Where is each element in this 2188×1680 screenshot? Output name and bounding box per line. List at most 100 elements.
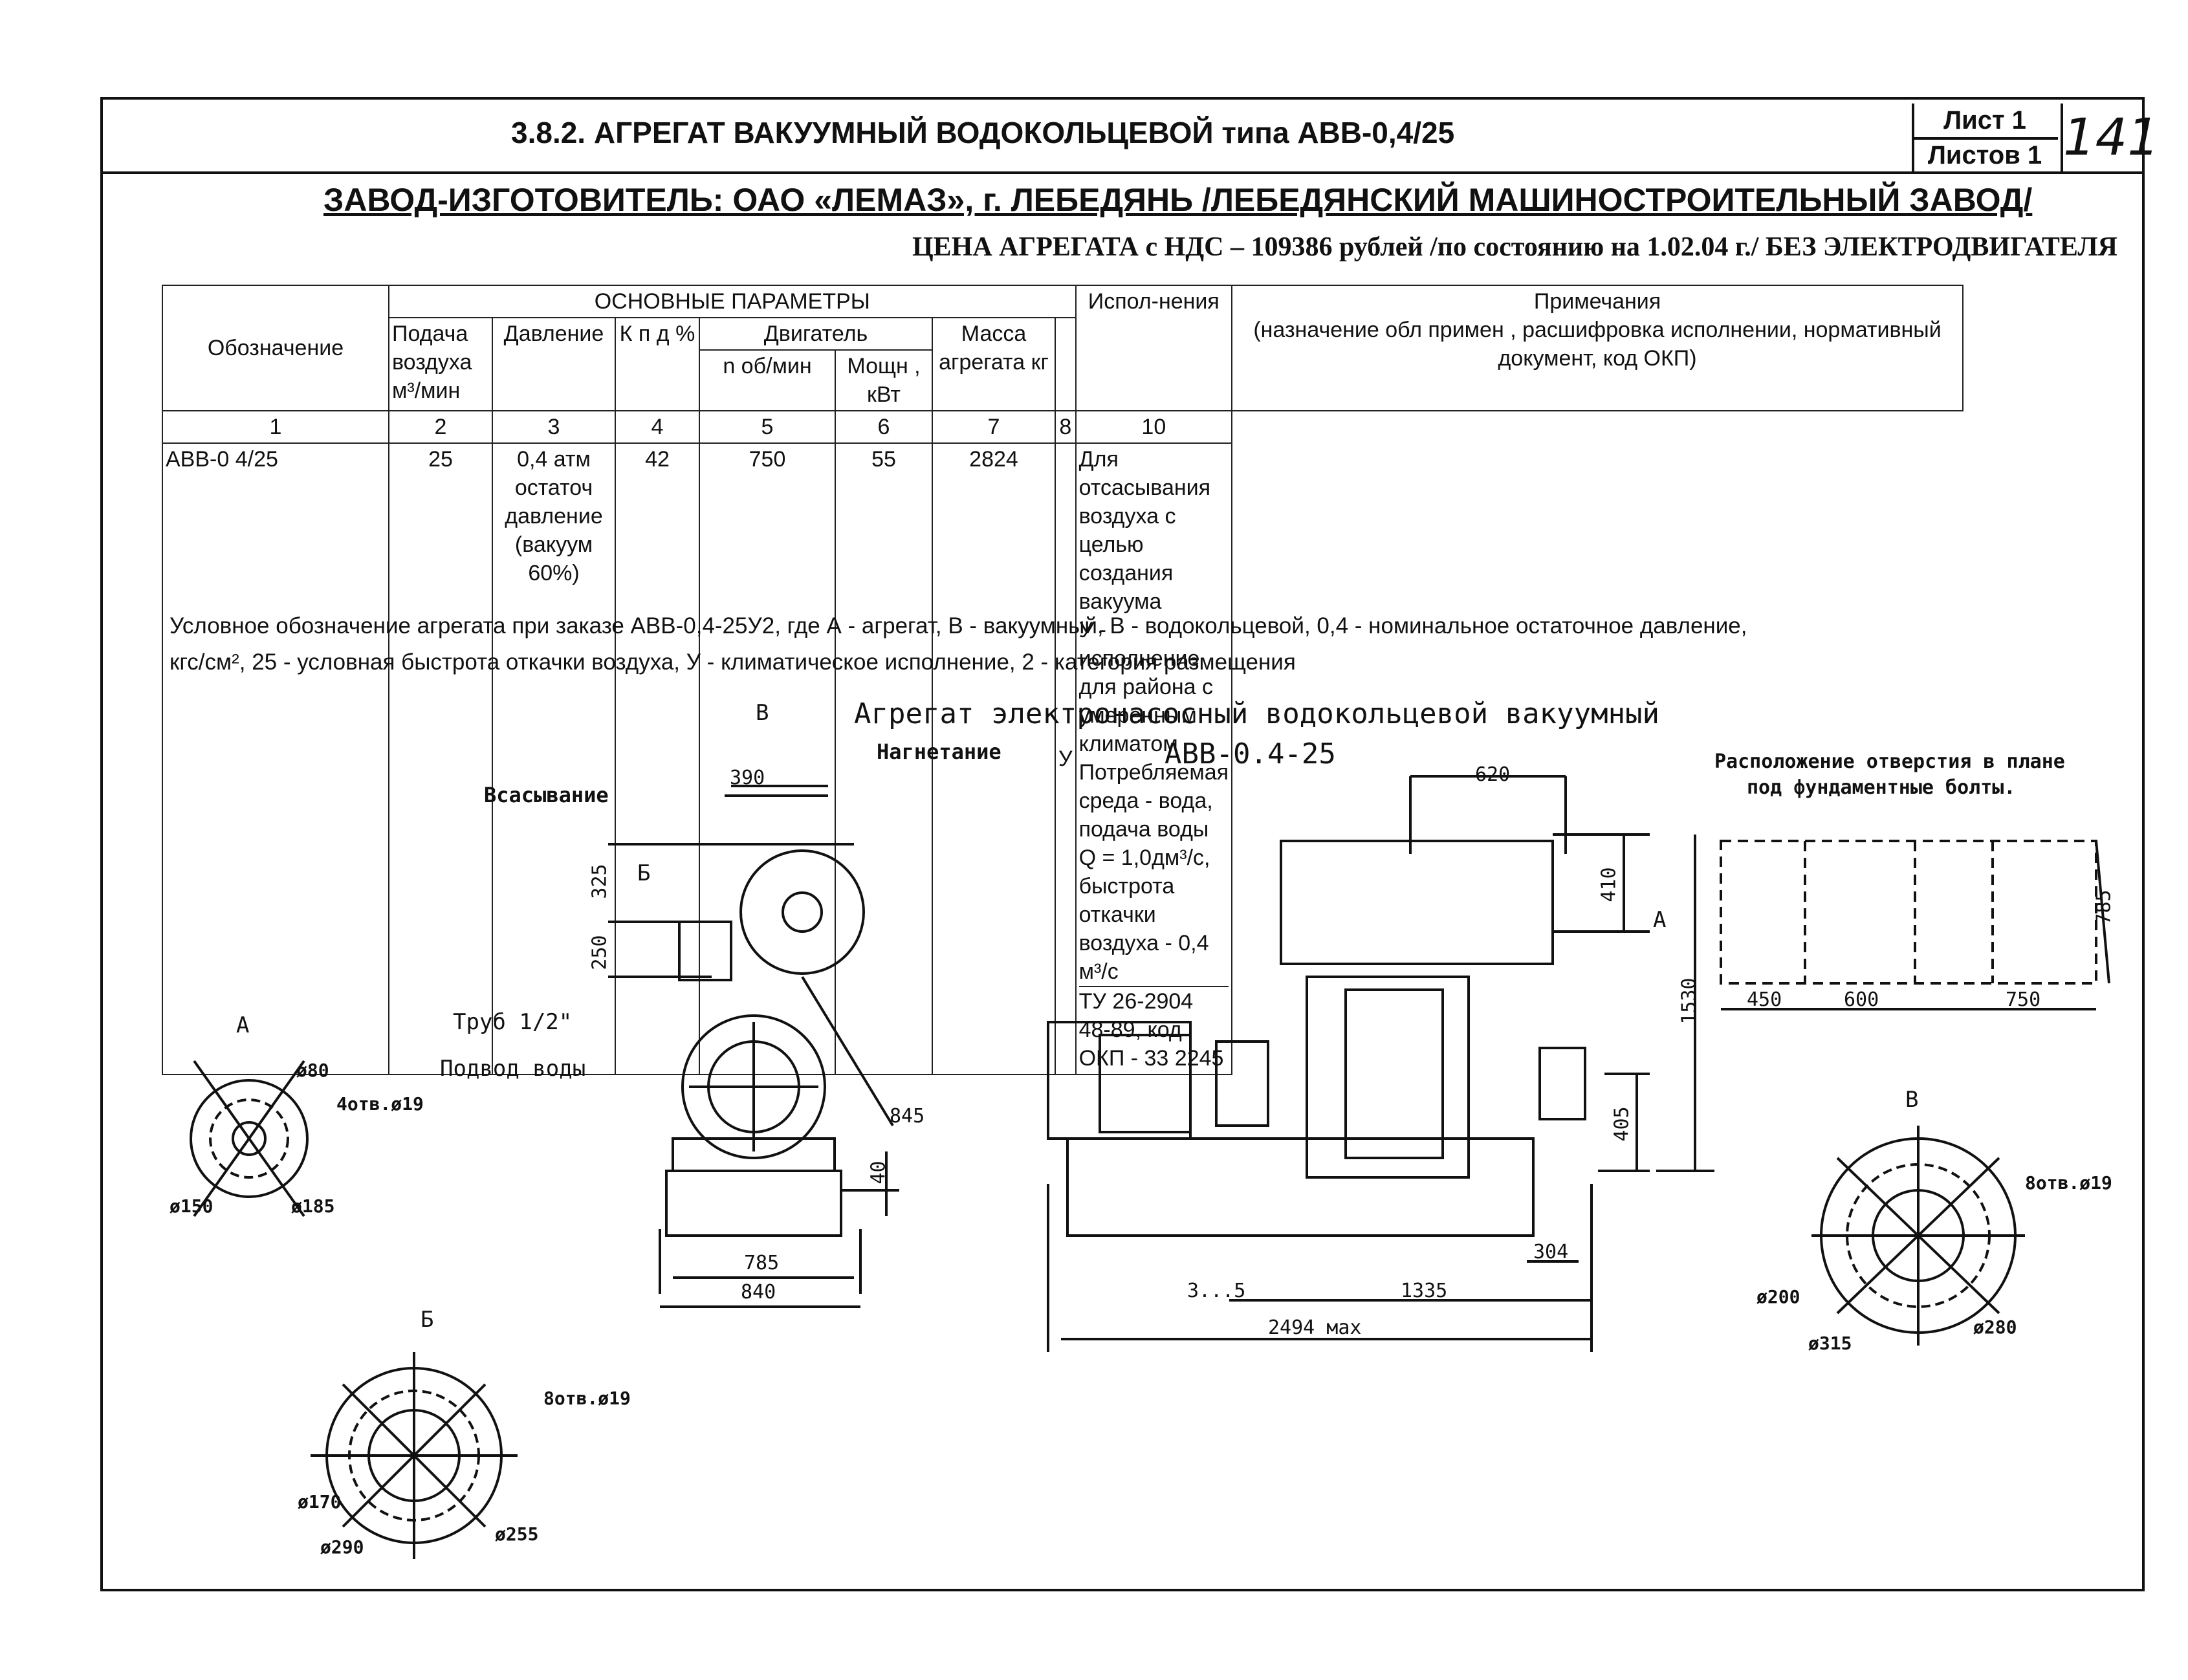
col-num-6: 6 [835,410,933,444]
col-num-1: 1 [162,410,389,444]
dim-v8holes: 8отв.ø19 [2025,1172,2112,1194]
th-designation: Обозначение [162,285,389,411]
col-num-8: 8 [1055,410,1077,444]
cell-pressure: 0,4 атм остаточ давление (вакуум 60%) [492,442,616,1075]
dim-410: 410 [1597,867,1621,902]
dim-40: 40 [867,1161,890,1184]
th-n: n об/мин [699,349,836,411]
th-notes-sub: (назначение обл примен , расшифровка исп… [1253,318,1942,371]
front-view-unit [1047,775,1714,1352]
drawing-model: АВВ-0.4-25 [1165,737,1336,770]
manufacturer-heading: ЗАВОД-ИЗГОТОВИТЕЛЬ: ОАО «ЛЕМАЗ», г. ЛЕБЕ… [323,182,2033,218]
th-mass: Масса агрегата кг [932,317,1056,411]
th-eff: К п д % [615,317,700,411]
price-line: ЦЕНА АГРЕГАТА с НДС – 109386 рублей /по … [912,232,2117,262]
flange-b [311,1352,518,1559]
th-pressure: Давление [492,317,616,411]
col-num-7: 7 [932,410,1056,444]
dim-a80: ø80 [296,1060,329,1081]
col-num-3: 3 [492,410,616,444]
th-main: ОСНОВНЫЕ ПАРАМЕТРЫ [388,285,1077,318]
water-supply-label: Подвод воды [440,1056,586,1082]
th-notes-title: Примечания [1533,289,1661,314]
dim-b170: ø170 [298,1491,342,1512]
col-num-4: 4 [615,410,700,444]
dim-b8holes: 8отв.ø19 [543,1388,631,1409]
dim-2494: 2494 мах [1268,1316,1362,1339]
parameters-table: Обозначение ОСНОВНЫЕ ПАРАМЕТРЫ Испол-нен… [162,285,1964,1075]
dim-620: 620 [1475,763,1511,786]
view-arrow-v: В [756,700,769,726]
dim-b290: ø290 [320,1536,364,1558]
th-power: Мощн , кВт [835,349,933,411]
view-v-label: В [1905,1087,1919,1113]
note-line: быстрота откачки воздуха - 0,4 м³/с [1078,874,1209,984]
dim-a4holes: 4отв.ø19 [336,1093,424,1115]
dim-v200: ø200 [1756,1286,1800,1307]
col-num-2: 2 [388,410,493,444]
view-b-label: Б [421,1307,434,1333]
th-motor: Двигатель [699,317,933,351]
view-arrow-a: А [1653,907,1667,933]
col-num-5: 5 [699,410,836,444]
dim-250: 250 [588,935,611,970]
bolt-layout-label-2: под фундаментные болты. [1747,776,2016,799]
dim-v280: ø280 [1973,1316,2017,1338]
dim-304: 304 [1533,1241,1569,1263]
dim-a150: ø150 [170,1195,213,1217]
cell-mass: 2824 [932,442,1056,1075]
cell-eff: 42 [615,442,700,1075]
dim-785: 785 [744,1252,780,1274]
bolt-dim-line [2095,840,2110,984]
dim-1335: 1335 [1401,1280,1448,1302]
note-line: Для отсасывания воздуха с целью создания… [1078,447,1211,614]
conditional-designation: Условное обозначение агрегата при заказе… [170,608,1747,681]
intake-label: Всасывание [484,783,609,807]
view-arrow-b: Б [637,860,651,886]
cell-designation: АВВ-0 4/25 [162,442,389,1075]
dim-b255: ø255 [495,1523,539,1545]
dim-840: 840 [741,1281,776,1304]
dim-3-5: 3...5 [1187,1280,1246,1302]
note-line: У - исполнение для района с умеренным кл… [1078,618,1213,756]
note-line: ТУ 26-2904 48-89, код ОКП - 33 2245 [1078,986,1229,1073]
dim-1530: 1530 [1678,977,1701,1025]
discharge-label: Нагнетание [877,739,1001,764]
th-supply: Подача воздуха м³/мин [388,317,493,411]
dim-845: 845 [890,1105,925,1128]
dim-325: 325 [588,864,611,899]
cond-line-1: Условное обозначение агрегата при заказе… [170,613,1747,638]
dim-405: 405 [1610,1106,1634,1142]
view-a-label: А [236,1012,250,1038]
cell-n: 750 [699,442,836,1075]
side-view-pump [608,785,899,1308]
flange-v [1811,1126,2025,1346]
dim-f750: 750 [2006,988,2041,1011]
cell-notes: Для отсасывания воздуха с целью создания… [1075,442,1233,1075]
drawing-title: Агрегат электронасосный водокольцевой ва… [854,697,1660,730]
dim-f785: 785 [2092,889,2116,925]
header-divider [100,171,2145,174]
dim-v315: ø315 [1808,1333,1852,1354]
col-num-10: 10 [1075,410,1233,444]
sheets-label: Листов 1 [1927,141,2042,169]
cond-line-2: кгс/см², 25 - условная быстрота откачки … [170,649,1296,675]
dim-a185: ø185 [291,1195,335,1217]
dim-f600: 600 [1844,988,1879,1011]
bolt-layout-label-1: Расположение отверстия в плане [1714,750,2065,773]
dim-390: 390 [730,767,765,789]
page-frame [100,97,2145,1591]
note-line: Потребляемая среда - вода, подача воды Q… [1078,760,1229,870]
th-version: Испол-нения [1075,285,1233,411]
th-notes: Примечания (назначение обл примен , расш… [1231,285,1964,411]
page-title: 3.8.2. АГРЕГАТ ВАКУУМНЫЙ ВОДОКОЛЬЦЕВОЙ т… [511,116,1455,149]
sheet-label: Лист 1 [1912,104,2058,140]
pipe-label: Труб 1/2" [453,1009,573,1035]
flange-a [190,1060,309,1217]
dim-f450: 450 [1747,988,1782,1011]
cell-supply: 25 [388,442,493,1075]
page-number: 141 [2061,104,2160,172]
bolt-layout-plan [1720,840,2097,985]
cell-version: У [1055,442,1077,1075]
